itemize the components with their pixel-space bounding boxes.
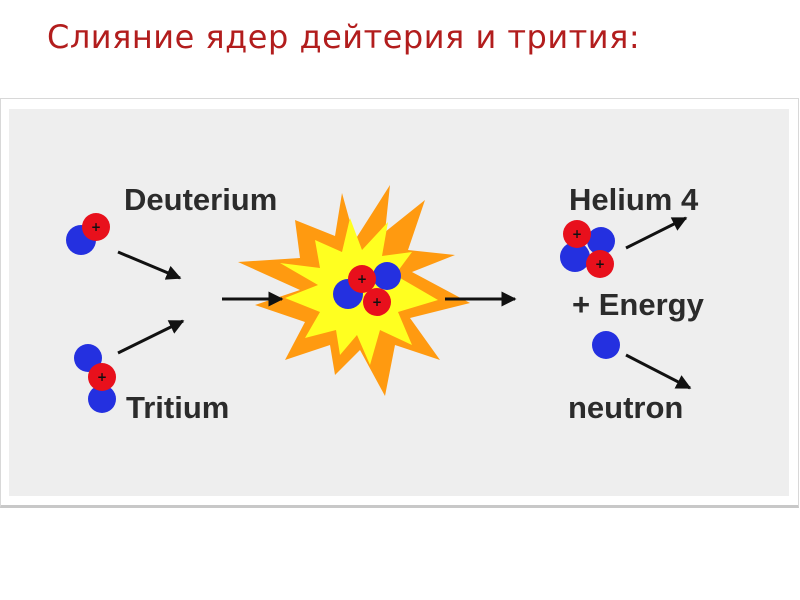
proton-sign: + [91,220,101,234]
label-tritium: Tritium [126,390,229,425]
proton-particle [586,250,614,278]
label-neutron: neutron [568,390,683,425]
label-energy: + Energy [572,287,705,322]
proton-sign: + [97,370,107,384]
proton-particle [82,213,110,241]
proton-sign: + [572,227,582,241]
slide-title: Слияние ядер дейтерия и трития: [47,18,641,56]
proton-particle [88,363,116,391]
proton-sign: + [595,257,605,271]
proton-particle [348,265,376,293]
arrow-neutron-out [625,353,692,390]
neutron-particle [560,242,590,272]
free-neutron [592,331,620,359]
fused-nucleus: + + [333,262,401,316]
proton-particle [563,220,591,248]
neutron-particle [587,227,615,255]
proton-sign: + [357,272,367,286]
proton-sign: + [372,295,382,309]
label-deuterium: Deuterium [124,182,277,217]
deuterium-nucleus: + [66,213,110,255]
neutron-particle [88,385,116,413]
label-helium: Helium 4 [569,182,699,217]
arrow-tritium-in [117,319,185,355]
helium-nucleus: + + [560,220,615,278]
arrow-helium-out [625,216,688,250]
proton-particle [363,288,391,316]
tritium-nucleus: + [74,344,116,413]
neutron-particle [373,262,401,290]
arrow-deuterium-in [117,250,182,280]
